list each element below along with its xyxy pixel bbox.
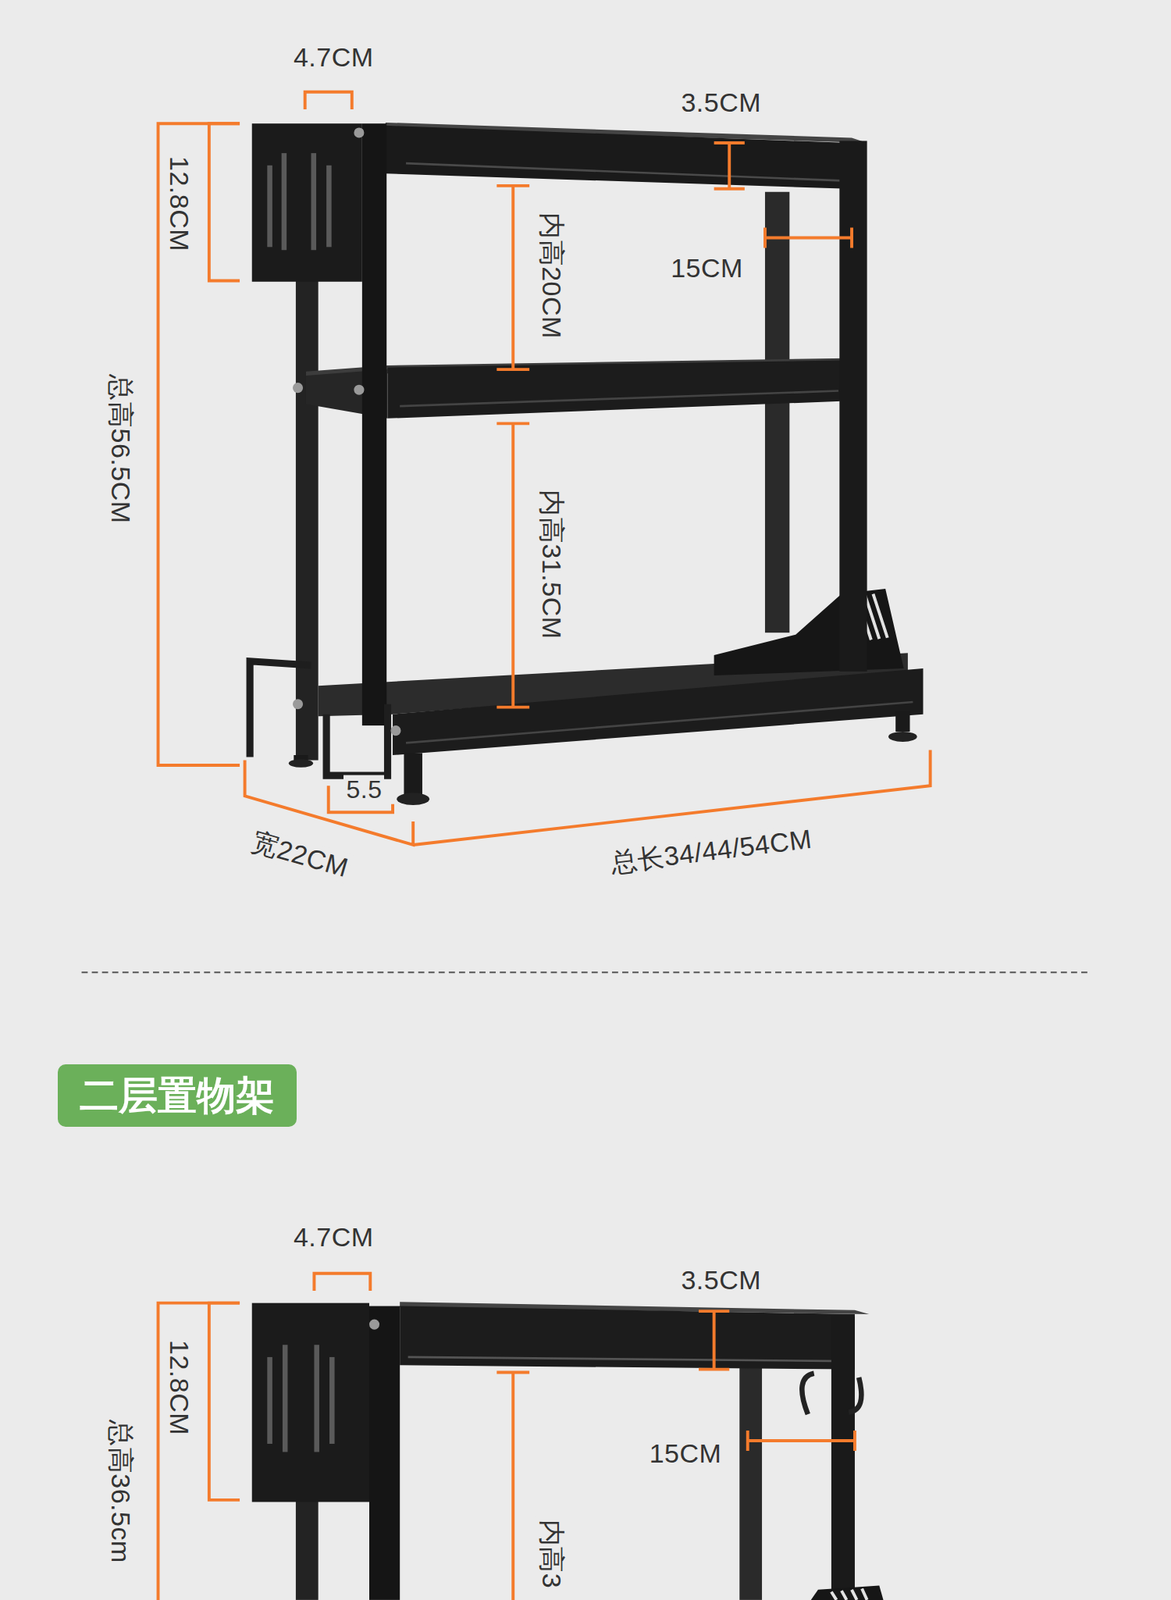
- dimension-lines: [158, 92, 931, 845]
- heading-badge: 二层置物架: [57, 1064, 297, 1127]
- dimension-label: 内高31.5CM: [535, 487, 566, 641]
- dimension-label: 内高20CM: [535, 209, 566, 342]
- dimension-label: 宽22CM: [245, 825, 355, 884]
- dimension-label: 5.5: [343, 775, 385, 805]
- dimension-lines: [158, 1273, 855, 1600]
- dimension-label: 12.8CM: [163, 1337, 194, 1438]
- dimension-label: 3.5CM: [678, 1264, 764, 1296]
- dimension-label: 12.8CM: [163, 153, 194, 254]
- dimension-label: 总高36.5cm: [105, 1417, 136, 1567]
- dimension-label: 15CM: [647, 1437, 725, 1469]
- rack-two-tier: [252, 1301, 884, 1600]
- dimension-label: 15CM: [668, 252, 746, 284]
- dimension-label: 总长34/44/54CM: [606, 822, 816, 879]
- dimension-label: 4.7CM: [291, 1221, 377, 1253]
- dimension-label: 内高3: [535, 1516, 566, 1591]
- badge-text: 二层置物架: [79, 1071, 275, 1119]
- dimension-label: 4.7CM: [291, 42, 377, 74]
- dimension-label: 总高56.5CM: [105, 371, 136, 526]
- dimension-label: 3.5CM: [678, 87, 764, 118]
- rack-three-tier: [249, 122, 923, 805]
- separator: [81, 971, 1093, 973]
